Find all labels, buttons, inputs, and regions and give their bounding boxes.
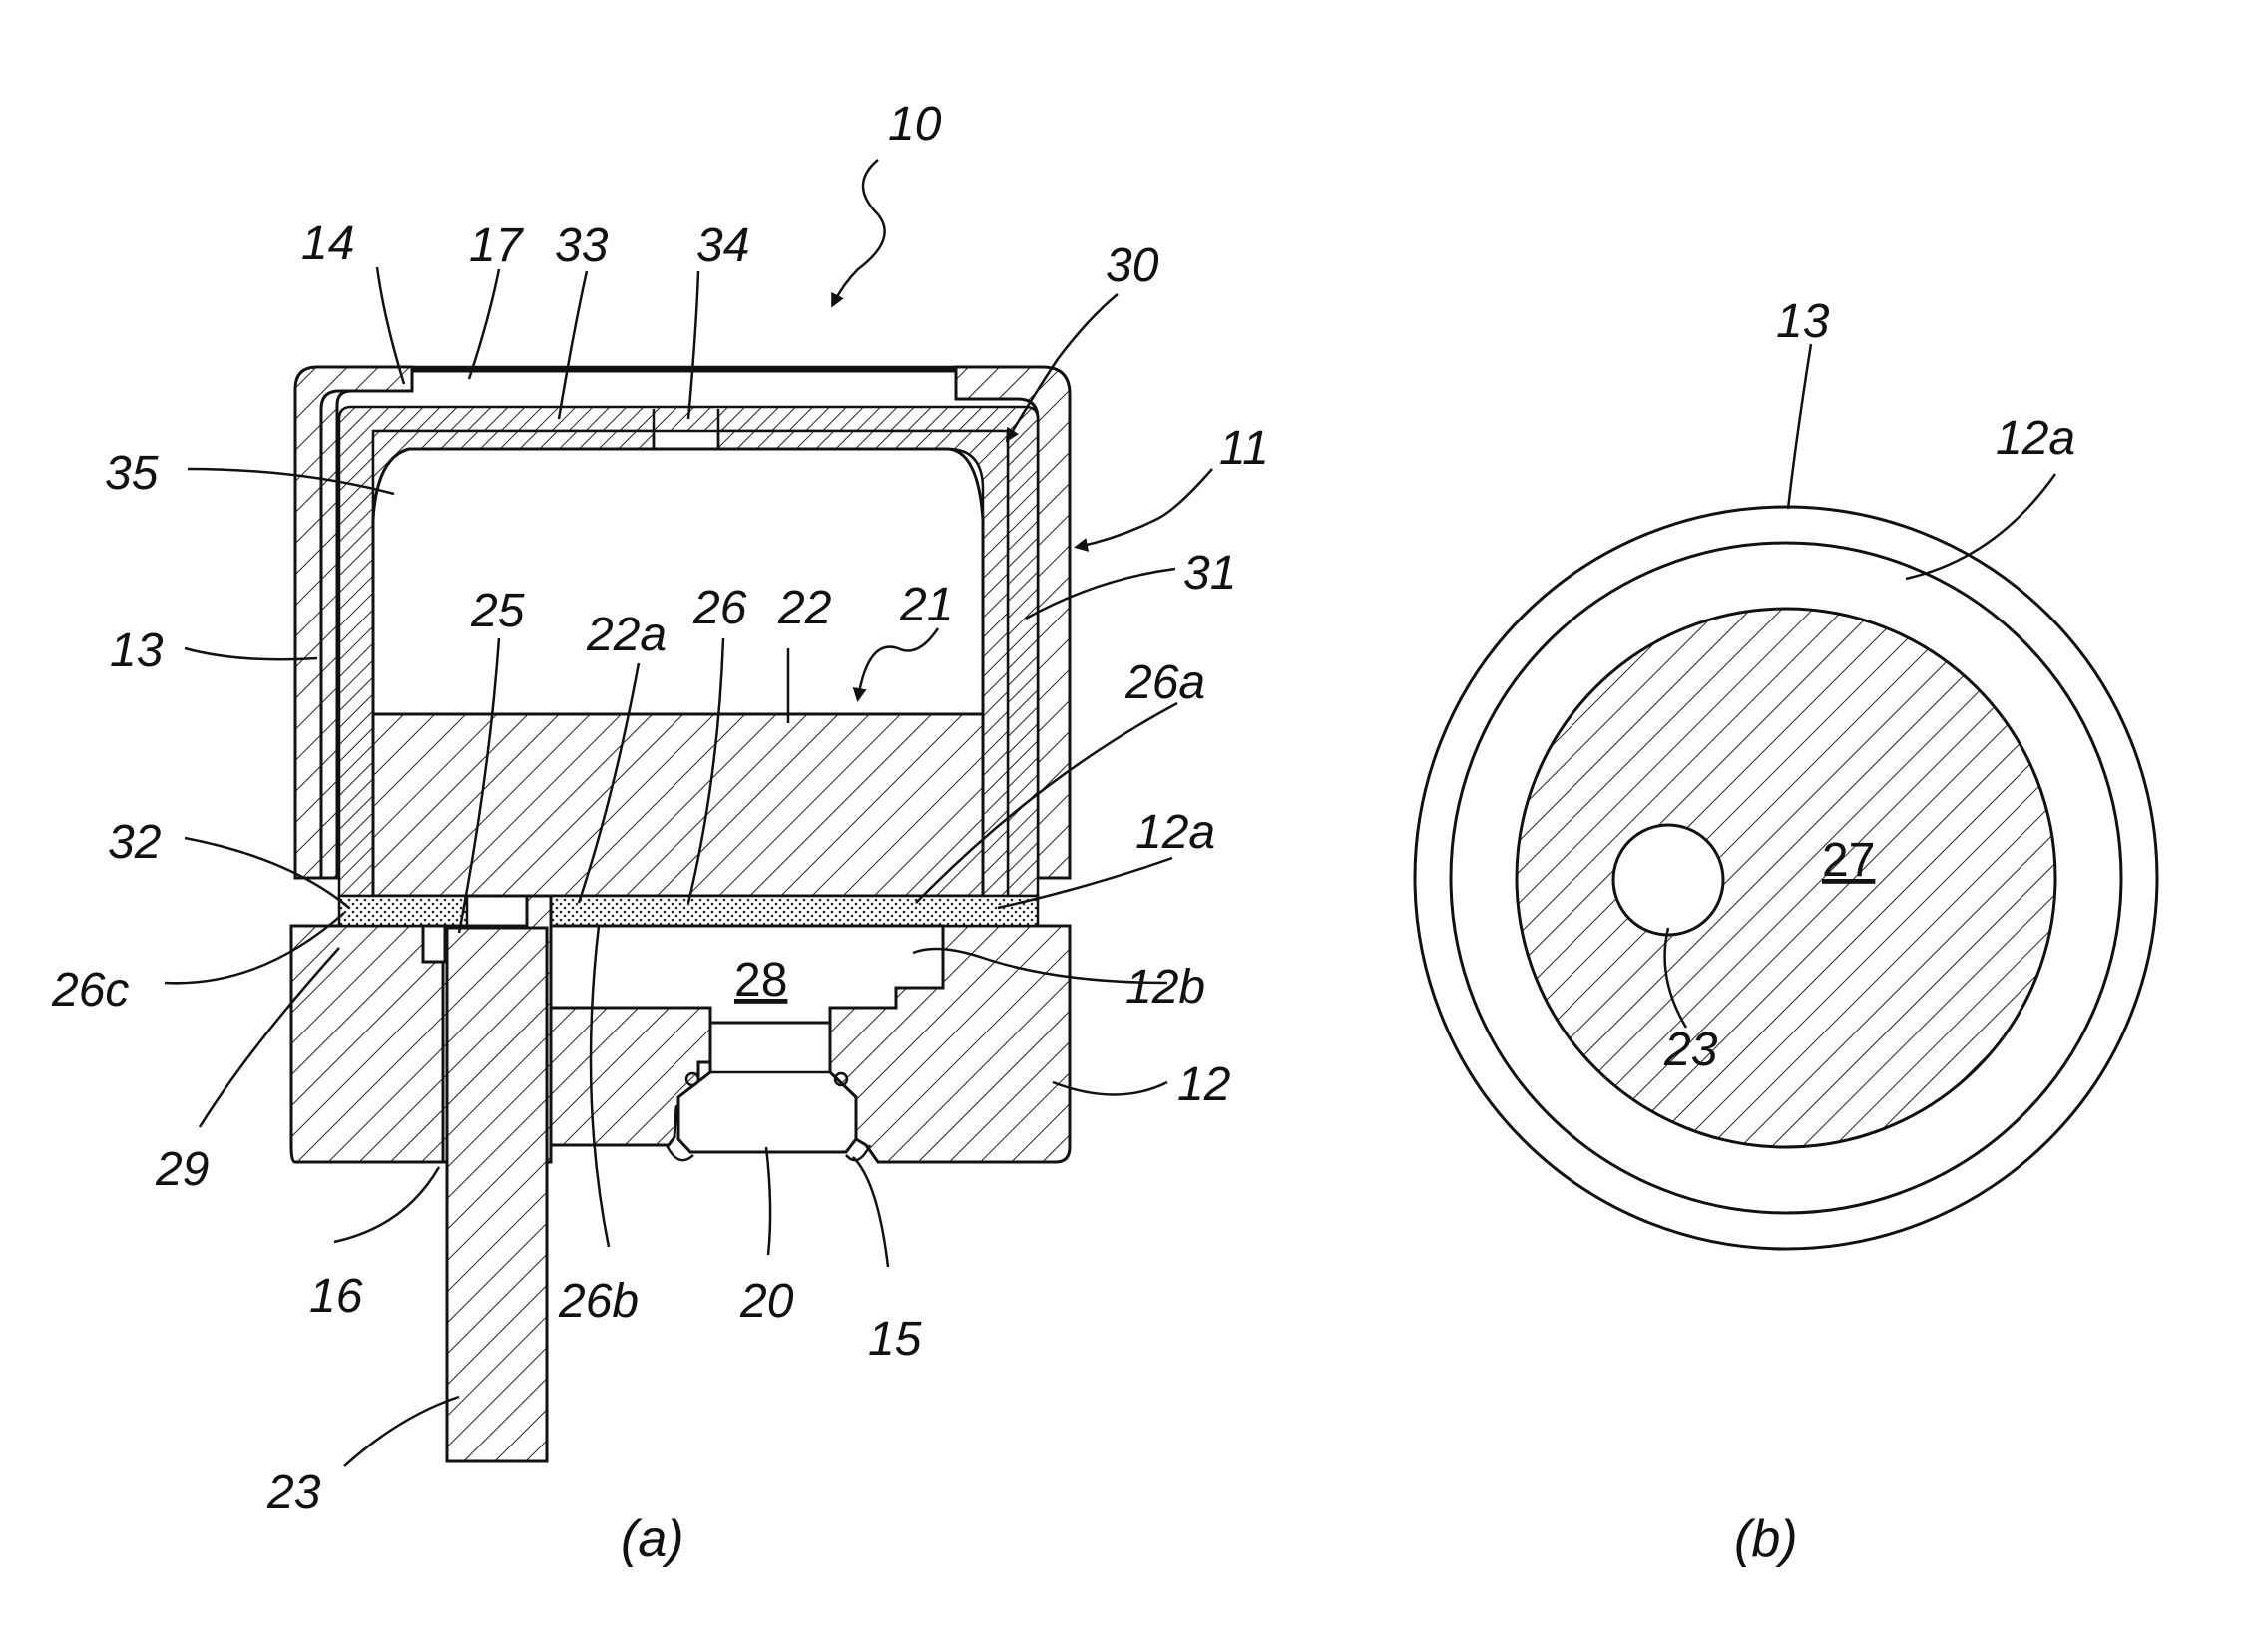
label-b-23: 23 (1663, 1024, 1718, 1076)
leader-17 (469, 269, 499, 379)
label-12b: 12b (1125, 961, 1205, 1014)
label-16: 16 (309, 1270, 363, 1323)
label-20: 20 (739, 1275, 794, 1328)
lead-23-pin (447, 928, 547, 1461)
label-11: 11 (1219, 422, 1269, 475)
leader-23 (344, 1397, 459, 1466)
label-28: 28 (734, 954, 787, 1007)
label-32: 32 (108, 816, 161, 869)
label-23: 23 (266, 1466, 321, 1519)
label-31: 31 (1183, 547, 1236, 600)
hole-23 (1613, 825, 1723, 935)
base-12-left (291, 926, 443, 1162)
leader-15 (853, 1157, 888, 1267)
label-b-13: 13 (1776, 295, 1830, 348)
label-22: 22 (777, 582, 831, 634)
label-26a: 26a (1124, 656, 1205, 709)
label-26c: 26c (51, 964, 129, 1017)
label-34: 34 (696, 219, 749, 272)
label-13: 13 (110, 624, 164, 677)
view-b-top-view: 13 12a 27 23 (b) (1415, 295, 2157, 1568)
caption-b: (b) (1734, 1510, 1798, 1568)
label-b-27: 27 (1822, 834, 1875, 887)
sealing-body-22 (373, 714, 983, 896)
label-17: 17 (469, 219, 525, 272)
label-22a: 22a (586, 609, 667, 661)
label-25: 25 (470, 585, 525, 637)
label-30: 30 (1106, 239, 1159, 292)
label-35: 35 (105, 447, 159, 500)
label-33: 33 (555, 219, 609, 272)
label-26: 26 (692, 582, 747, 634)
arrow-11 (1078, 469, 1212, 547)
label-10: 10 (888, 98, 942, 151)
label-26b: 26b (558, 1275, 639, 1328)
leader-16 (334, 1167, 439, 1242)
label-12a: 12a (1135, 806, 1215, 859)
leader-20 (766, 1147, 770, 1255)
view-a-cross-section: 10 14 17 33 34 30 11 35 31 13 25 22a 26 … (51, 98, 1269, 1568)
label-21: 21 (899, 579, 953, 631)
hatched-disk-27 (1517, 609, 2055, 1147)
label-12: 12 (1177, 1058, 1230, 1111)
label-14: 14 (301, 217, 354, 270)
leader-33 (559, 271, 587, 419)
label-29: 29 (155, 1143, 209, 1196)
lead-notch-29 (423, 926, 445, 962)
caption-a: (a) (621, 1510, 684, 1568)
label-15: 15 (868, 1313, 922, 1366)
chamber-35 (373, 449, 983, 714)
leader-34 (688, 271, 698, 419)
leader-b-13 (1788, 344, 1811, 509)
arrow-10 (833, 160, 885, 304)
glass-26 (527, 896, 1038, 926)
label-b-12a: 12a (1996, 412, 2075, 465)
glass-26c (339, 896, 467, 926)
